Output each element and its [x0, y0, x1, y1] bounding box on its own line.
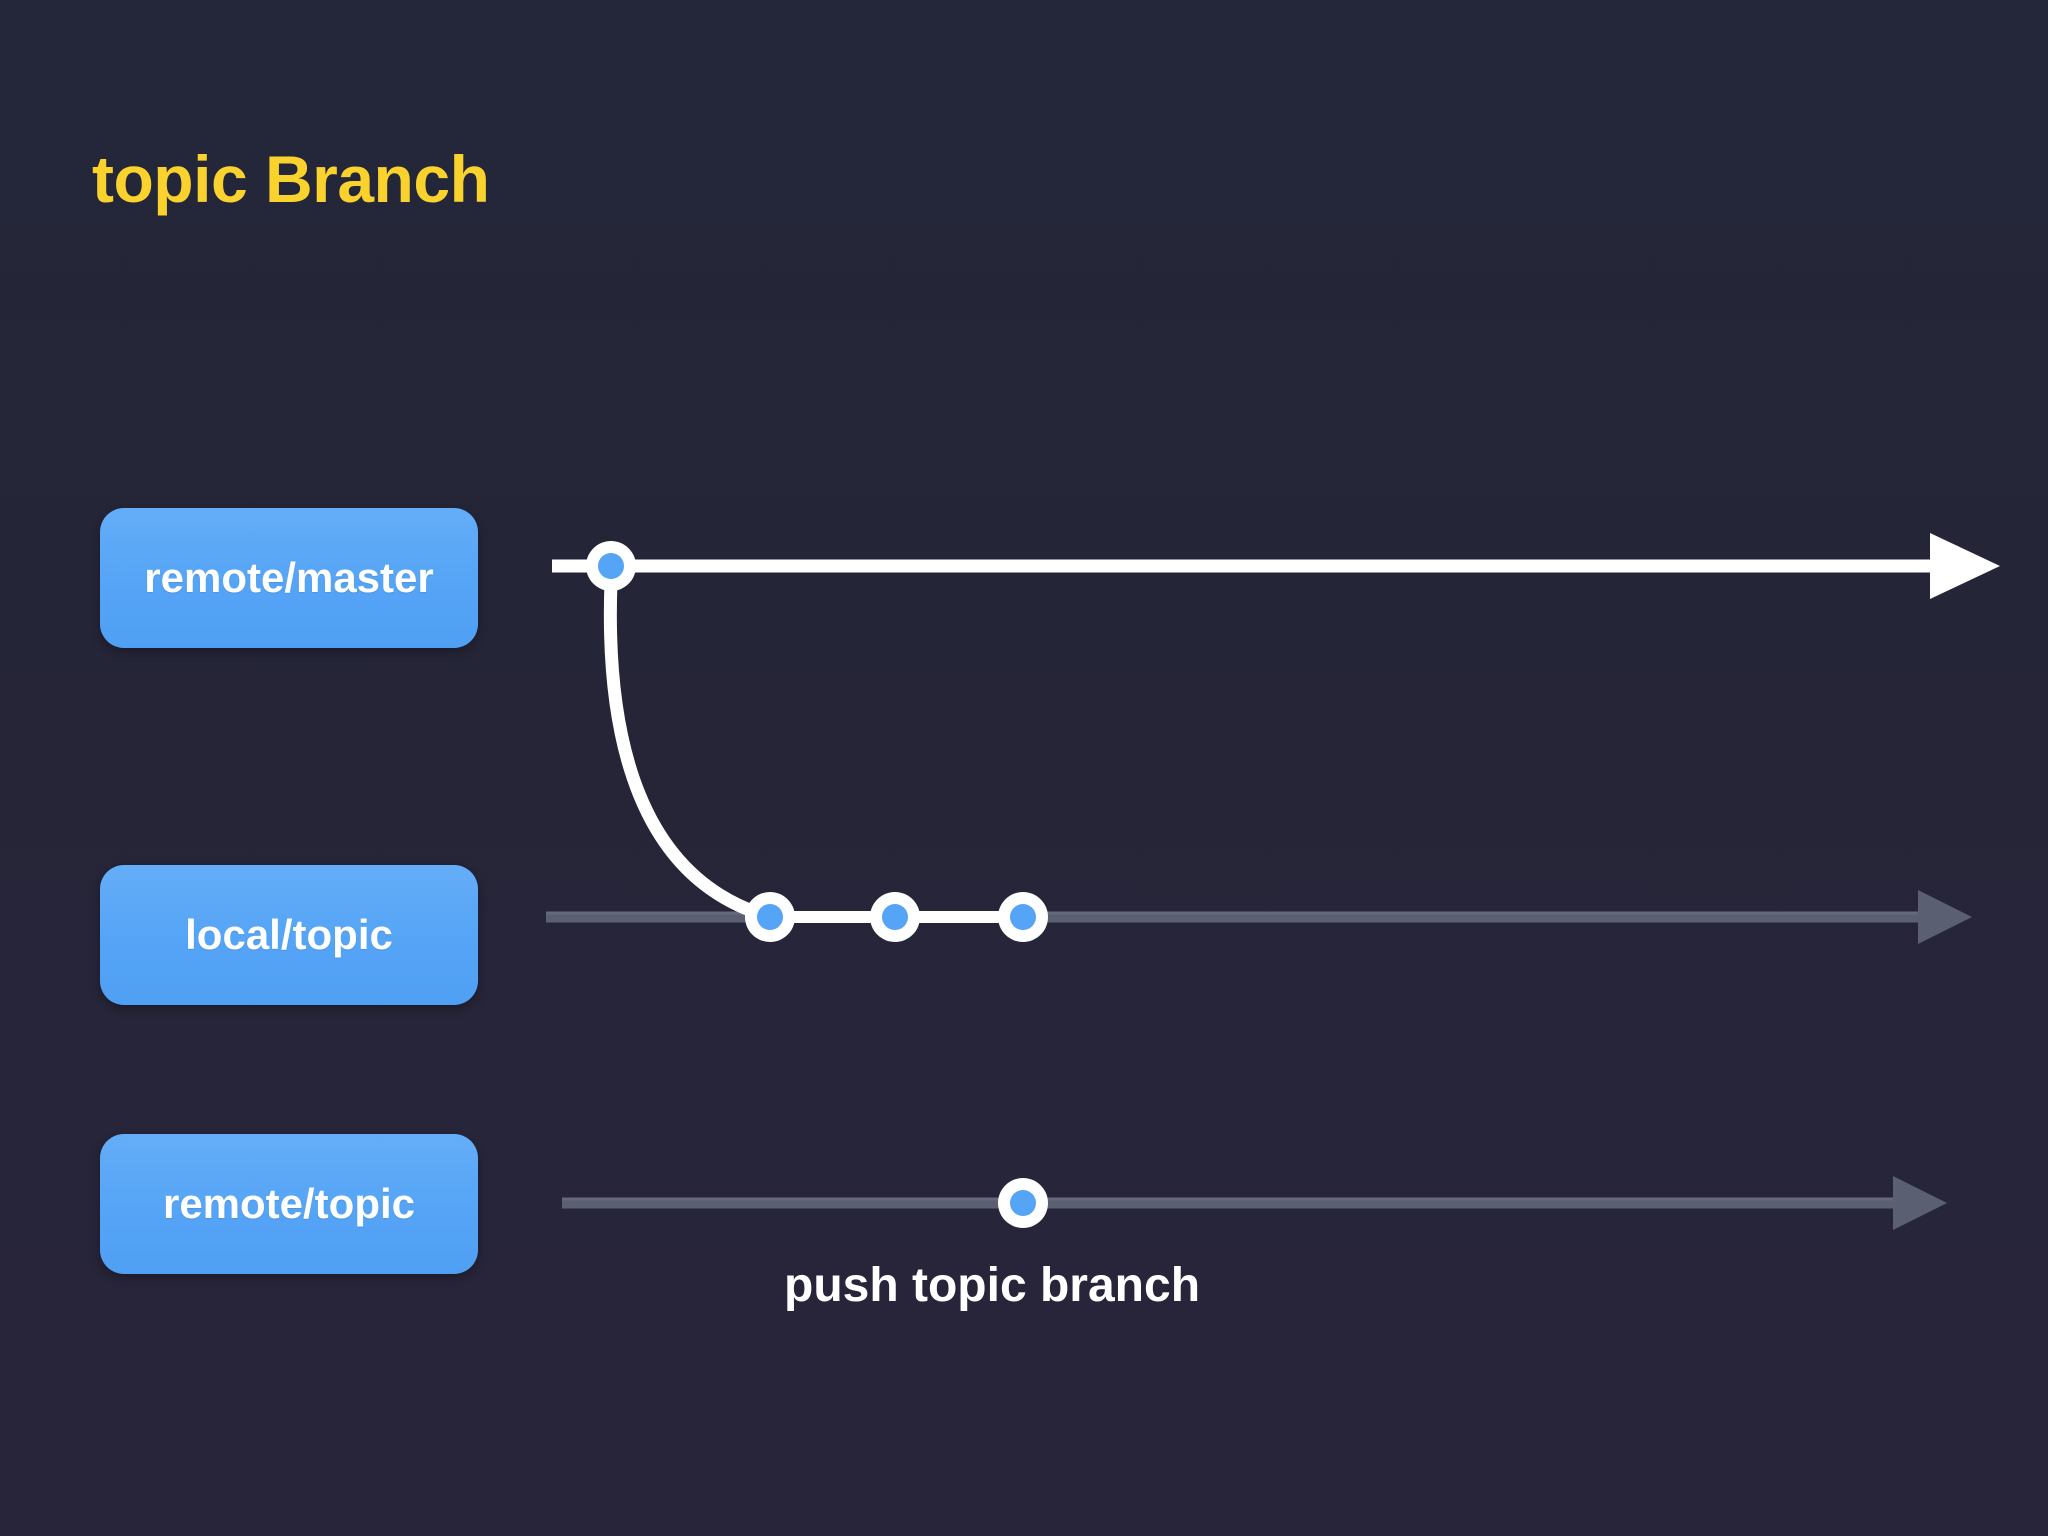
branch-label-local-topic[interactable]: local/topic [100, 865, 478, 1005]
page-title: topic Branch [92, 142, 490, 216]
lane-remote-topic [562, 1176, 1947, 1230]
branch-label-remote-topic[interactable]: remote/topic [100, 1134, 478, 1274]
arrow-right-icon-remote-master [1930, 533, 2000, 599]
commit-node-remote-master-0[interactable] [586, 541, 636, 591]
branch-label-text: remote/topic [162, 1180, 416, 1227]
branch-label-remote-master[interactable]: remote/master [100, 508, 478, 648]
branch-label-text: remote/master [144, 554, 434, 601]
commit-node-icon-core [598, 553, 624, 579]
commit-node-local-topic-0[interactable] [745, 892, 795, 942]
commit-node-remote-topic-0[interactable] [998, 1178, 1048, 1228]
branch-curve-master-to-topic [603, 575, 777, 924]
branch-label-text: local/topic [185, 911, 393, 958]
commit-node-icon-core [882, 904, 908, 930]
commit-node-local-topic-1[interactable] [870, 892, 920, 942]
commit-node-local-topic-2[interactable] [998, 892, 1048, 942]
commit-node-icon-core [1010, 904, 1036, 930]
commit-node-icon-core [757, 904, 783, 930]
arrow-right-icon-remote-topic [1893, 1176, 1947, 1230]
arrow-right-icon-local-topic [1918, 890, 1972, 944]
commit-node-icon-core [1010, 1190, 1036, 1216]
lane-remote-master [552, 533, 2000, 599]
push-topic-branch-caption: push topic branch [784, 1259, 1201, 1312]
